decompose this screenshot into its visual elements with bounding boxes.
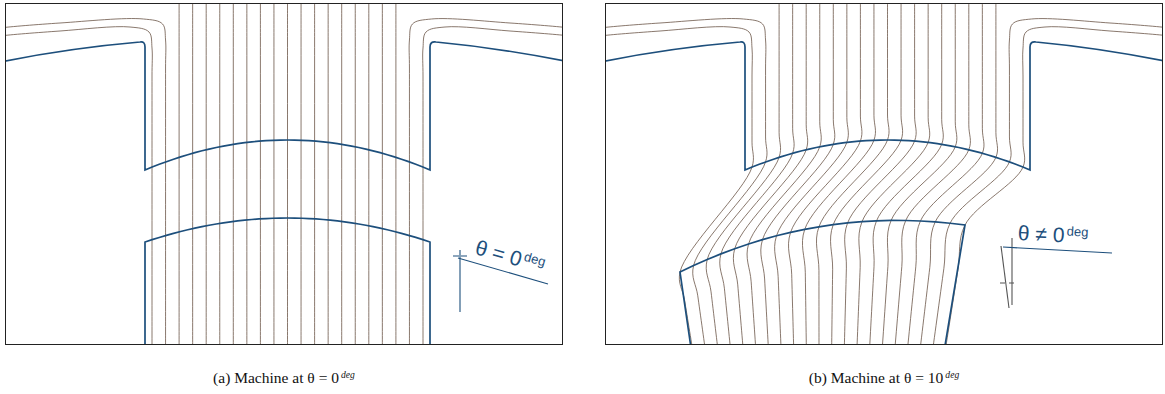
flux-line xyxy=(273,3,274,345)
flux-line xyxy=(775,3,849,345)
flux-line xyxy=(857,3,930,345)
flux-line xyxy=(314,3,315,345)
flux-line xyxy=(882,3,957,345)
flux-line xyxy=(720,3,794,345)
angle-label: θ ≠ 0deg xyxy=(1017,222,1088,247)
flux-line xyxy=(233,3,234,345)
flux-line xyxy=(605,27,753,345)
flux-line xyxy=(895,3,971,345)
label-text: θ ≠ 0 xyxy=(1017,221,1065,246)
flux-line xyxy=(260,3,261,345)
flux-line xyxy=(423,27,563,345)
panel-frame xyxy=(606,4,1163,345)
label-text: (a) Machine at θ = 0 xyxy=(213,369,339,386)
flux-line xyxy=(246,3,247,345)
angle-label: θ = 0deg xyxy=(473,236,547,276)
flux-line xyxy=(788,3,861,345)
flux-line xyxy=(192,3,193,345)
leader-line xyxy=(1003,247,1112,253)
flux-line xyxy=(219,3,220,345)
flux-line xyxy=(328,3,329,345)
flux-line xyxy=(932,19,1163,345)
flux-line xyxy=(907,3,984,345)
flux-line xyxy=(5,27,152,345)
flux-line xyxy=(409,19,563,345)
flux-line xyxy=(945,27,1163,345)
panel-frame xyxy=(6,4,563,345)
flux-line xyxy=(920,3,998,345)
angle-tick xyxy=(1000,282,1014,283)
flux-line xyxy=(382,3,383,345)
flux-line xyxy=(368,3,369,345)
flux-line xyxy=(395,3,396,345)
flux-line xyxy=(605,19,767,345)
flux-line xyxy=(206,3,207,345)
unit-superscript: deg xyxy=(1066,224,1088,240)
flux-line xyxy=(301,3,302,345)
machine-panel xyxy=(605,3,1163,345)
flux-line xyxy=(341,3,342,345)
flux-line xyxy=(179,3,180,345)
machine-panel xyxy=(5,3,563,345)
subfigure-caption: (b) Machine at θ = 10deg xyxy=(809,370,959,386)
flux-line xyxy=(831,3,903,345)
subfigure-caption: (a) Machine at θ = 0deg xyxy=(213,370,355,386)
rotated-line xyxy=(1001,246,1009,308)
angle-tick xyxy=(453,255,467,256)
label-text: θ = 0 xyxy=(473,236,525,271)
flux-line xyxy=(5,19,166,345)
flux-line xyxy=(287,3,288,345)
unit-superscript: deg xyxy=(522,249,547,269)
flux-line xyxy=(816,3,889,345)
rotor-outline xyxy=(680,220,965,345)
flux-line xyxy=(706,3,780,345)
flux-line xyxy=(802,3,875,345)
label-text: (b) Machine at θ = 10 xyxy=(809,369,944,386)
angle-annotation xyxy=(453,238,1112,312)
flux-line xyxy=(355,3,356,345)
flux-line xyxy=(747,3,821,345)
stator-outline xyxy=(605,42,1163,170)
unit-superscript: deg xyxy=(945,369,959,380)
rotor-outline xyxy=(145,218,430,345)
stator-outline xyxy=(5,42,563,170)
reference-line xyxy=(459,250,460,312)
unit-superscript: deg xyxy=(341,369,355,380)
flux-line xyxy=(844,3,916,345)
